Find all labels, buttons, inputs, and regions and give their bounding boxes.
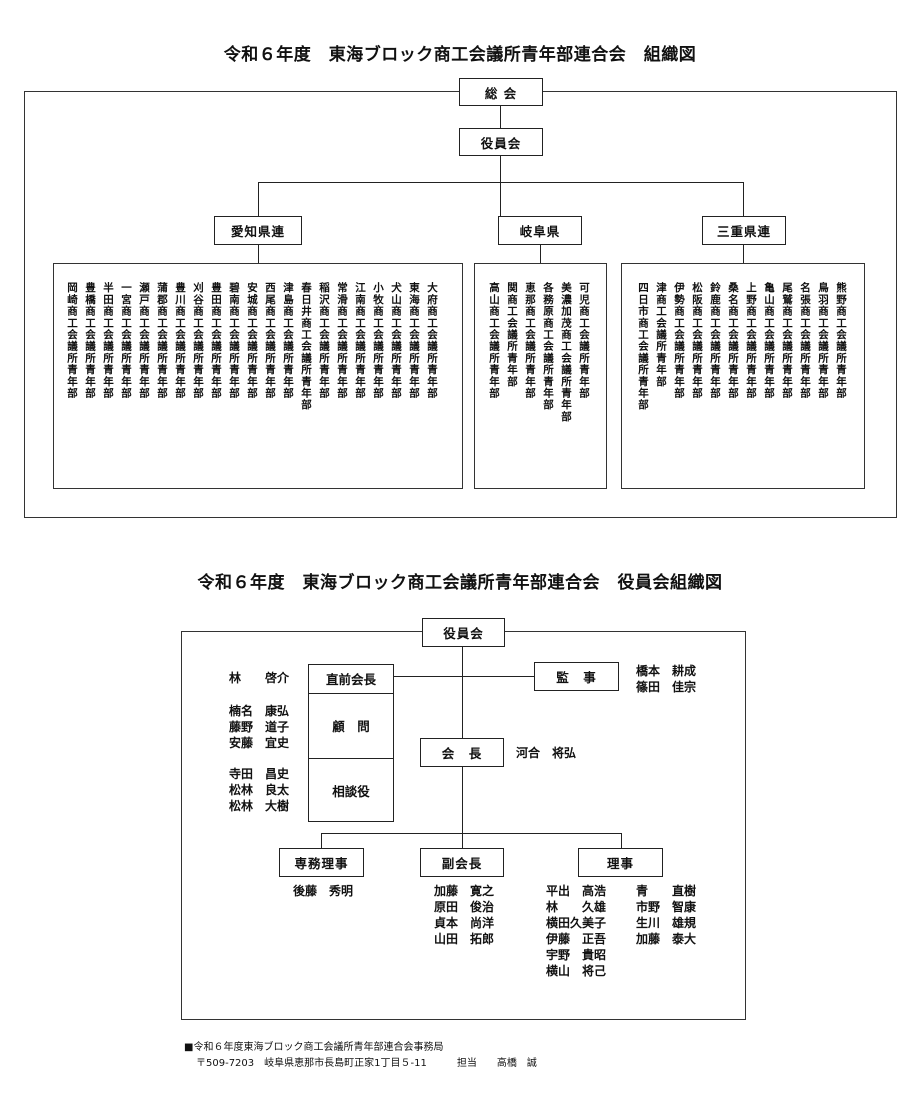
member-chamber: 東海商工会議所青年部	[408, 282, 420, 399]
member-chamber: 名張商工会議所青年部	[799, 282, 811, 399]
member-chamber: 四日市商工会議所青年部	[637, 282, 649, 411]
member-chamber: 瀬戸商工会議所青年部	[138, 282, 150, 399]
director-names-col2: 青 直樹 市野 智康 生川 雄規 加藤 泰大	[636, 884, 697, 946]
member-chamber: 津島商工会議所青年部	[282, 282, 294, 399]
member-chamber: 常滑商工会議所青年部	[336, 282, 348, 399]
divider	[308, 693, 394, 694]
member-chamber: 蒲郡商工会議所青年部	[156, 282, 168, 399]
director-names-col1: 平出 高浩 林 久雄 横田久美子 伊藤 正吾 宇野 貴昭 横山 将己	[546, 884, 607, 978]
immediate-past-president-name: 林 啓介	[229, 671, 290, 685]
member-chamber: 西尾商工会議所青年部	[264, 282, 276, 399]
connector	[321, 833, 322, 848]
president-box: 会 長	[420, 738, 504, 767]
connector	[540, 245, 541, 263]
member-chamber: 鳥羽商工会議所青年部	[817, 282, 829, 399]
immediate-past-president-label: 直前会長	[325, 672, 376, 687]
auditor-box: 監 事	[534, 662, 619, 691]
connector	[743, 245, 744, 263]
connector	[258, 182, 259, 216]
member-chamber: 豊川商工会議所青年部	[174, 282, 186, 399]
aichi-federation-box: 愛知県連	[214, 216, 302, 245]
advisor-label: 顧 問	[332, 719, 370, 734]
connector	[500, 182, 501, 216]
gifu-box: 岐阜県	[498, 216, 582, 245]
member-chamber: 一宮商工会議所青年部	[120, 282, 132, 399]
president-name: 河合 将弘	[516, 746, 577, 760]
executive-director-name: 後藤 秀明	[293, 884, 354, 898]
member-chamber: 各務原商工会議所青年部	[542, 282, 554, 411]
counselor-label: 相談役	[332, 783, 370, 799]
connector	[393, 676, 534, 677]
member-chamber: 可児商工会議所青年部	[578, 282, 590, 399]
connector	[500, 156, 501, 182]
auditor-names: 橋本 耕成 篠田 佳宗	[636, 664, 697, 694]
member-chamber: 恵那商工会議所青年部	[524, 282, 536, 399]
member-chamber: 桑名商工会議所青年部	[727, 282, 739, 399]
director-box: 理事	[578, 848, 663, 877]
divider	[308, 758, 394, 759]
connector	[462, 833, 463, 848]
member-chamber: 津商工会議所青年部	[655, 282, 667, 388]
member-chamber: 伊勢商工会議所青年部	[673, 282, 685, 399]
member-chamber: 江南商工会議所青年部	[354, 282, 366, 399]
aichi-members-panel: 大府商工会議所青年部 東海商工会議所青年部 犬山商工会議所青年部 小牧商工会議所…	[53, 263, 463, 489]
board-top-box: 役員会	[422, 618, 505, 647]
mie-federation-box: 三重県連	[702, 216, 786, 245]
general-assembly-box: 総 会	[459, 78, 543, 106]
board-chart-title: 令和６年度 東海ブロック商工会議所青年部連合会 役員会組織図	[197, 573, 723, 593]
connector	[500, 106, 501, 128]
member-chamber: 尾鷲商工会議所青年部	[781, 282, 793, 399]
advisor-names: 楠名 康弘 藤野 道子 安藤 宜史	[229, 704, 290, 750]
member-chamber: 安城商工会議所青年部	[246, 282, 258, 399]
member-chamber: 豊橋商工会議所青年部	[84, 282, 96, 399]
member-chamber: 稲沢商工会議所青年部	[318, 282, 330, 399]
member-chamber: 岡崎商工会議所青年部	[66, 282, 78, 399]
member-chamber: 鈴鹿商工会議所青年部	[709, 282, 721, 399]
connector	[621, 833, 622, 848]
gifu-members-panel: 可児商工会議所青年部 美濃加茂商工会議所青年部 各務原商工会議所青年部 恵那商工…	[474, 263, 607, 489]
member-chamber: 上野商工会議所青年部	[745, 282, 757, 399]
member-chamber: 美濃加茂商工会議所青年部	[560, 282, 572, 423]
connector	[743, 182, 744, 216]
member-chamber: 松阪商工会議所青年部	[691, 282, 703, 399]
mie-members-panel: 熊野商工会議所青年部 鳥羽商工会議所青年部 名張商工会議所青年部 尾鷲商工会議所…	[621, 263, 865, 489]
counselor-names: 寺田 昌史 松林 良太 松林 大樹	[229, 767, 290, 813]
vice-president-box: 副会長	[420, 848, 504, 877]
member-chamber: 刈谷商工会議所青年部	[192, 282, 204, 399]
member-chamber: 半田商工会議所青年部	[102, 282, 114, 399]
member-chamber: 犬山商工会議所青年部	[390, 282, 402, 399]
secretariat-heading: ■令和６年度東海ブロック商工会議所青年部連合会事務局	[184, 1042, 444, 1053]
member-chamber: 熊野商工会議所青年部	[835, 282, 847, 399]
vice-president-names: 加藤 寛之 原田 俊治 貞本 尚洋 山田 拓郎	[434, 884, 495, 946]
board-box: 役員会	[459, 128, 543, 156]
secretariat-address: 〒509-7203 岐阜県恵那市長島町正家1丁目５-11 担当 高橋 誠	[196, 1058, 537, 1069]
executive-director-box: 専務理事	[279, 848, 364, 877]
member-chamber: 碧南商工会議所青年部	[228, 282, 240, 399]
org-chart-title: 令和６年度 東海ブロック商工会議所青年部連合会 組織図	[223, 45, 697, 65]
connector	[258, 245, 259, 263]
advisors-stack	[308, 664, 394, 822]
member-chamber: 亀山商工会議所青年部	[763, 282, 775, 399]
member-chamber: 関商工会議所青年部	[506, 282, 518, 388]
member-chamber: 高山商工会議所青年部	[488, 282, 500, 399]
member-chamber: 春日井商工会議所青年部	[300, 282, 312, 411]
member-chamber: 大府商工会議所青年部	[426, 282, 438, 399]
member-chamber: 小牧商工会議所青年部	[372, 282, 384, 399]
member-chamber: 豊田商工会議所青年部	[210, 282, 222, 399]
connector	[321, 833, 622, 834]
